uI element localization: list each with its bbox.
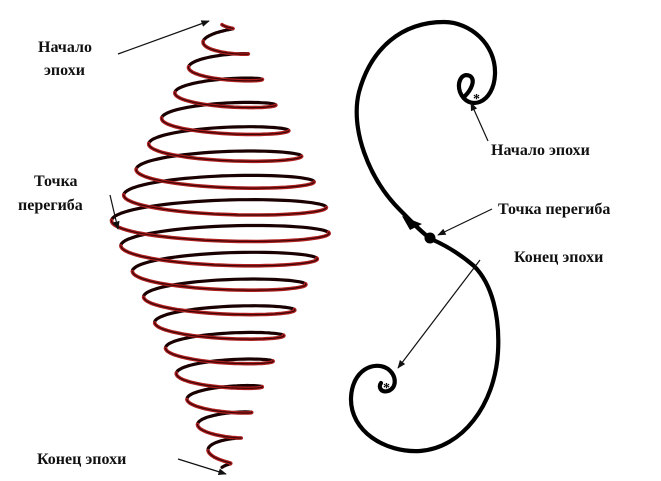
right-start-arrow (471, 103, 488, 141)
s-curve-upper-spiral (357, 22, 495, 239)
right-inflection-label: Точка перегиба (498, 201, 610, 218)
s-curve (351, 22, 498, 451)
start-marker-icon: * (473, 92, 480, 107)
right-end-arrow (398, 260, 480, 368)
left-end-label: Конец эпохи (37, 451, 126, 468)
left-inflection-label-line2: перегиба (18, 197, 83, 214)
left-start-label-line1: Начало (38, 39, 92, 56)
helix-front-strand (155, 323, 284, 339)
left-start-label-line2: эпохи (44, 62, 85, 79)
helix-back-strand (132, 252, 317, 272)
helix-front-strand-shade (136, 169, 314, 188)
helix-back-strand (112, 200, 327, 222)
helix-back-strand (208, 438, 241, 451)
left-inflection-label-line1: Точка (34, 173, 78, 190)
helix-front-strand (136, 169, 314, 188)
helix-front-strand (166, 348, 274, 363)
left-end-arrow (178, 459, 226, 474)
right-end-label: Конец эпохи (514, 249, 603, 266)
right-inflection-arrow (438, 209, 492, 235)
right-start-label: Начало эпохи (491, 142, 590, 159)
s-curve-lower-spiral (351, 239, 498, 451)
helix-front-strand (175, 92, 276, 107)
end-marker-icon: * (383, 381, 390, 396)
inflection-point-dot (425, 233, 436, 244)
helix-back-strands (112, 28, 330, 467)
helix-front-strands (112, 25, 330, 464)
helix-back-strand (203, 28, 233, 41)
spiral-helix (112, 25, 330, 468)
left-start-arrow (118, 21, 209, 54)
helix-front-strand (112, 220, 330, 241)
